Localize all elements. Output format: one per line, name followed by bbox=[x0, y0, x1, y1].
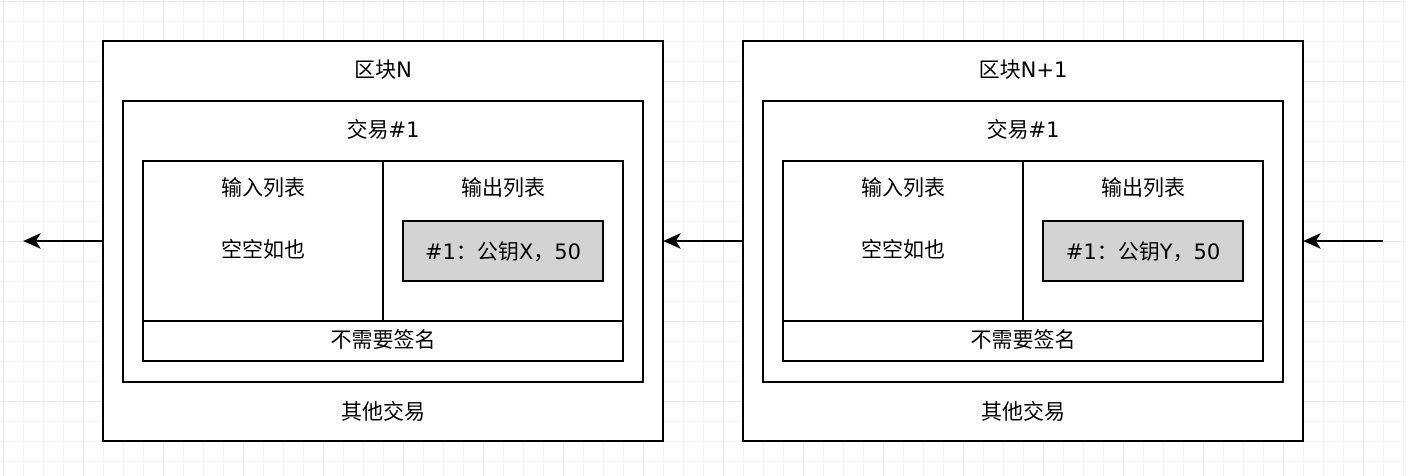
outputs-header: 输出列表 bbox=[1101, 176, 1185, 200]
inputs-content: 空空如也 bbox=[861, 238, 945, 262]
io-divider-vertical bbox=[382, 162, 384, 322]
io-table: 输入列表 空空如也 输出列表 #1：公钥Y，50 不需要签名 bbox=[782, 160, 1264, 362]
arrow-block-n1-to-block-n bbox=[663, 233, 743, 249]
io-divider-vertical bbox=[1022, 162, 1024, 322]
transaction-title: 交易#1 bbox=[346, 118, 420, 142]
signature-note: 不需要签名 bbox=[330, 328, 436, 352]
signature-note: 不需要签名 bbox=[970, 328, 1076, 352]
io-divider-horizontal bbox=[784, 320, 1262, 322]
transaction-box: 交易#1 输入列表 空空如也 输出列表 #1：公钥X，50 不需要签名 bbox=[122, 100, 644, 383]
other-transactions: 其他交易 bbox=[981, 400, 1065, 424]
other-transactions: 其他交易 bbox=[341, 400, 425, 424]
block-n-plus-1: 区块N+1 交易#1 输入列表 空空如也 输出列表 #1：公钥Y，50 不需要签… bbox=[742, 40, 1304, 442]
outputs-header: 输出列表 bbox=[461, 176, 545, 200]
inputs-header: 输入列表 bbox=[861, 176, 945, 200]
block-title: 区块N bbox=[354, 58, 412, 82]
output-item: #1：公钥Y，50 bbox=[1042, 220, 1244, 282]
transaction-box: 交易#1 输入列表 空空如也 输出列表 #1：公钥Y，50 不需要签名 bbox=[762, 100, 1284, 383]
block-title: 区块N+1 bbox=[978, 58, 1068, 82]
io-divider-horizontal bbox=[144, 320, 622, 322]
inputs-content: 空空如也 bbox=[221, 238, 305, 262]
transaction-title: 交易#1 bbox=[986, 118, 1060, 142]
arrow-into-block-n1 bbox=[1303, 233, 1383, 249]
output-item: #1：公钥X，50 bbox=[402, 220, 604, 282]
block-n: 区块N 交易#1 输入列表 空空如也 输出列表 #1：公钥X，50 不需要签名 … bbox=[102, 40, 664, 442]
inputs-header: 输入列表 bbox=[221, 176, 305, 200]
arrow-left-of-block-n bbox=[23, 233, 103, 249]
io-table: 输入列表 空空如也 输出列表 #1：公钥X，50 不需要签名 bbox=[142, 160, 624, 362]
